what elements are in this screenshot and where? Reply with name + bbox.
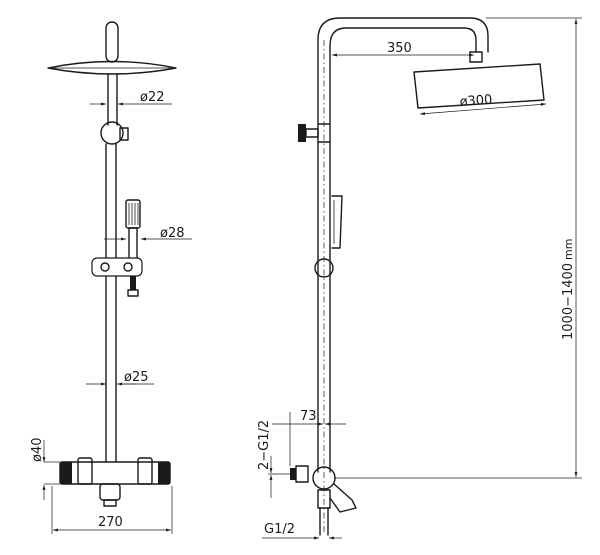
side-mixer <box>290 465 357 536</box>
dim-height-range-group: 1000−1400 mm <box>561 239 576 340</box>
dim-outlet-thread: G1/2 <box>264 522 295 537</box>
side-divert-knob <box>298 123 331 143</box>
side-slider-knob <box>314 258 334 278</box>
front-slider-clamp <box>91 257 143 277</box>
side-overhead-arm <box>317 17 489 125</box>
side-head-connector <box>469 51 483 63</box>
dim-head-dia: ø300 <box>459 92 493 110</box>
dim-height-range: 1000−1400 <box>561 263 576 340</box>
dim-body-dia: ø40 <box>30 438 45 463</box>
front-view: ø22 ø28 ø25 ø40 270 <box>30 21 192 534</box>
front-elbow <box>100 121 129 145</box>
front-shower-head <box>47 60 177 75</box>
dim-hand-shower-dia: ø28 <box>160 226 185 241</box>
side-hand-shower <box>331 195 343 249</box>
front-hand-shower <box>125 199 141 261</box>
dim-width: 270 <box>98 515 123 530</box>
front-mixer-body <box>59 457 171 507</box>
dim-rail-dia: ø25 <box>124 370 149 385</box>
dim-head-reach: 350 <box>387 41 412 56</box>
side-shower-head <box>413 63 545 109</box>
dim-wall-offset: 73 <box>300 409 317 424</box>
dim-arm-dia: ø22 <box>140 90 165 105</box>
side-view: 350 ø300 1000−1400 mm 73 2−G1/2 G1/2 <box>257 17 582 540</box>
front-arm-top <box>105 21 119 63</box>
dim-inlet-thread: 2−G1/2 <box>257 420 272 470</box>
dim-height-unit: mm <box>562 239 575 260</box>
